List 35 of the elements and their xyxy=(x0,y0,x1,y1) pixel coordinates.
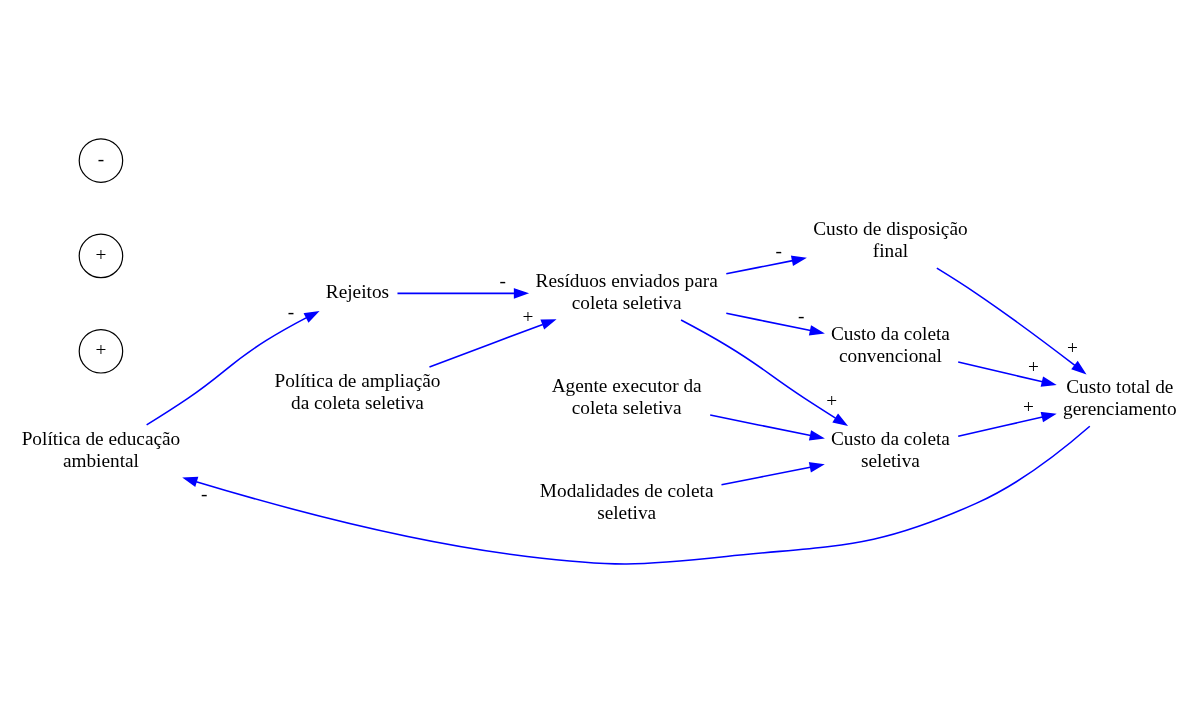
arrow xyxy=(428,319,557,368)
node-text: Agente executor da coleta seletiva xyxy=(551,375,702,418)
node-text: Custo total de gerenciamento xyxy=(1063,376,1177,420)
edge-label: + xyxy=(1022,396,1034,418)
node-text: Custo da coleta seletiva xyxy=(830,428,950,471)
node-text: Política de ampliação da coleta seletiva xyxy=(274,370,441,413)
edge-label: - xyxy=(201,483,208,505)
arrow xyxy=(957,411,1057,438)
arrow xyxy=(709,414,825,441)
edge-label: + xyxy=(522,305,534,327)
edge-label: - xyxy=(287,300,295,322)
edge-label: - xyxy=(775,239,782,261)
node-text: Custo da coleta convencional xyxy=(830,323,950,366)
label: - xyxy=(97,148,105,170)
arrow xyxy=(182,425,1091,565)
node-text: Política de educação ambiental xyxy=(21,428,181,471)
edge-label: + xyxy=(1028,355,1039,377)
edge-label: + xyxy=(1067,336,1078,358)
edge-label: - xyxy=(797,304,805,326)
arrow xyxy=(396,288,530,299)
arrow xyxy=(720,462,825,486)
label: + xyxy=(95,338,107,360)
node-text: Modalidades de coleta seletiva xyxy=(539,480,714,523)
arrow xyxy=(725,255,807,275)
edge-label: + xyxy=(826,390,838,412)
node-text: Custo de disposição final xyxy=(813,218,968,261)
node-text: Rejeitos xyxy=(325,280,390,302)
arrow xyxy=(680,319,849,426)
arrow xyxy=(957,361,1057,387)
arrow xyxy=(725,312,825,336)
arrow xyxy=(145,310,320,426)
edge-label: - xyxy=(499,269,506,291)
label: + xyxy=(95,243,107,265)
arrow xyxy=(936,267,1087,375)
node-text: Resíduos enviados para coleta seletiva xyxy=(535,270,718,313)
